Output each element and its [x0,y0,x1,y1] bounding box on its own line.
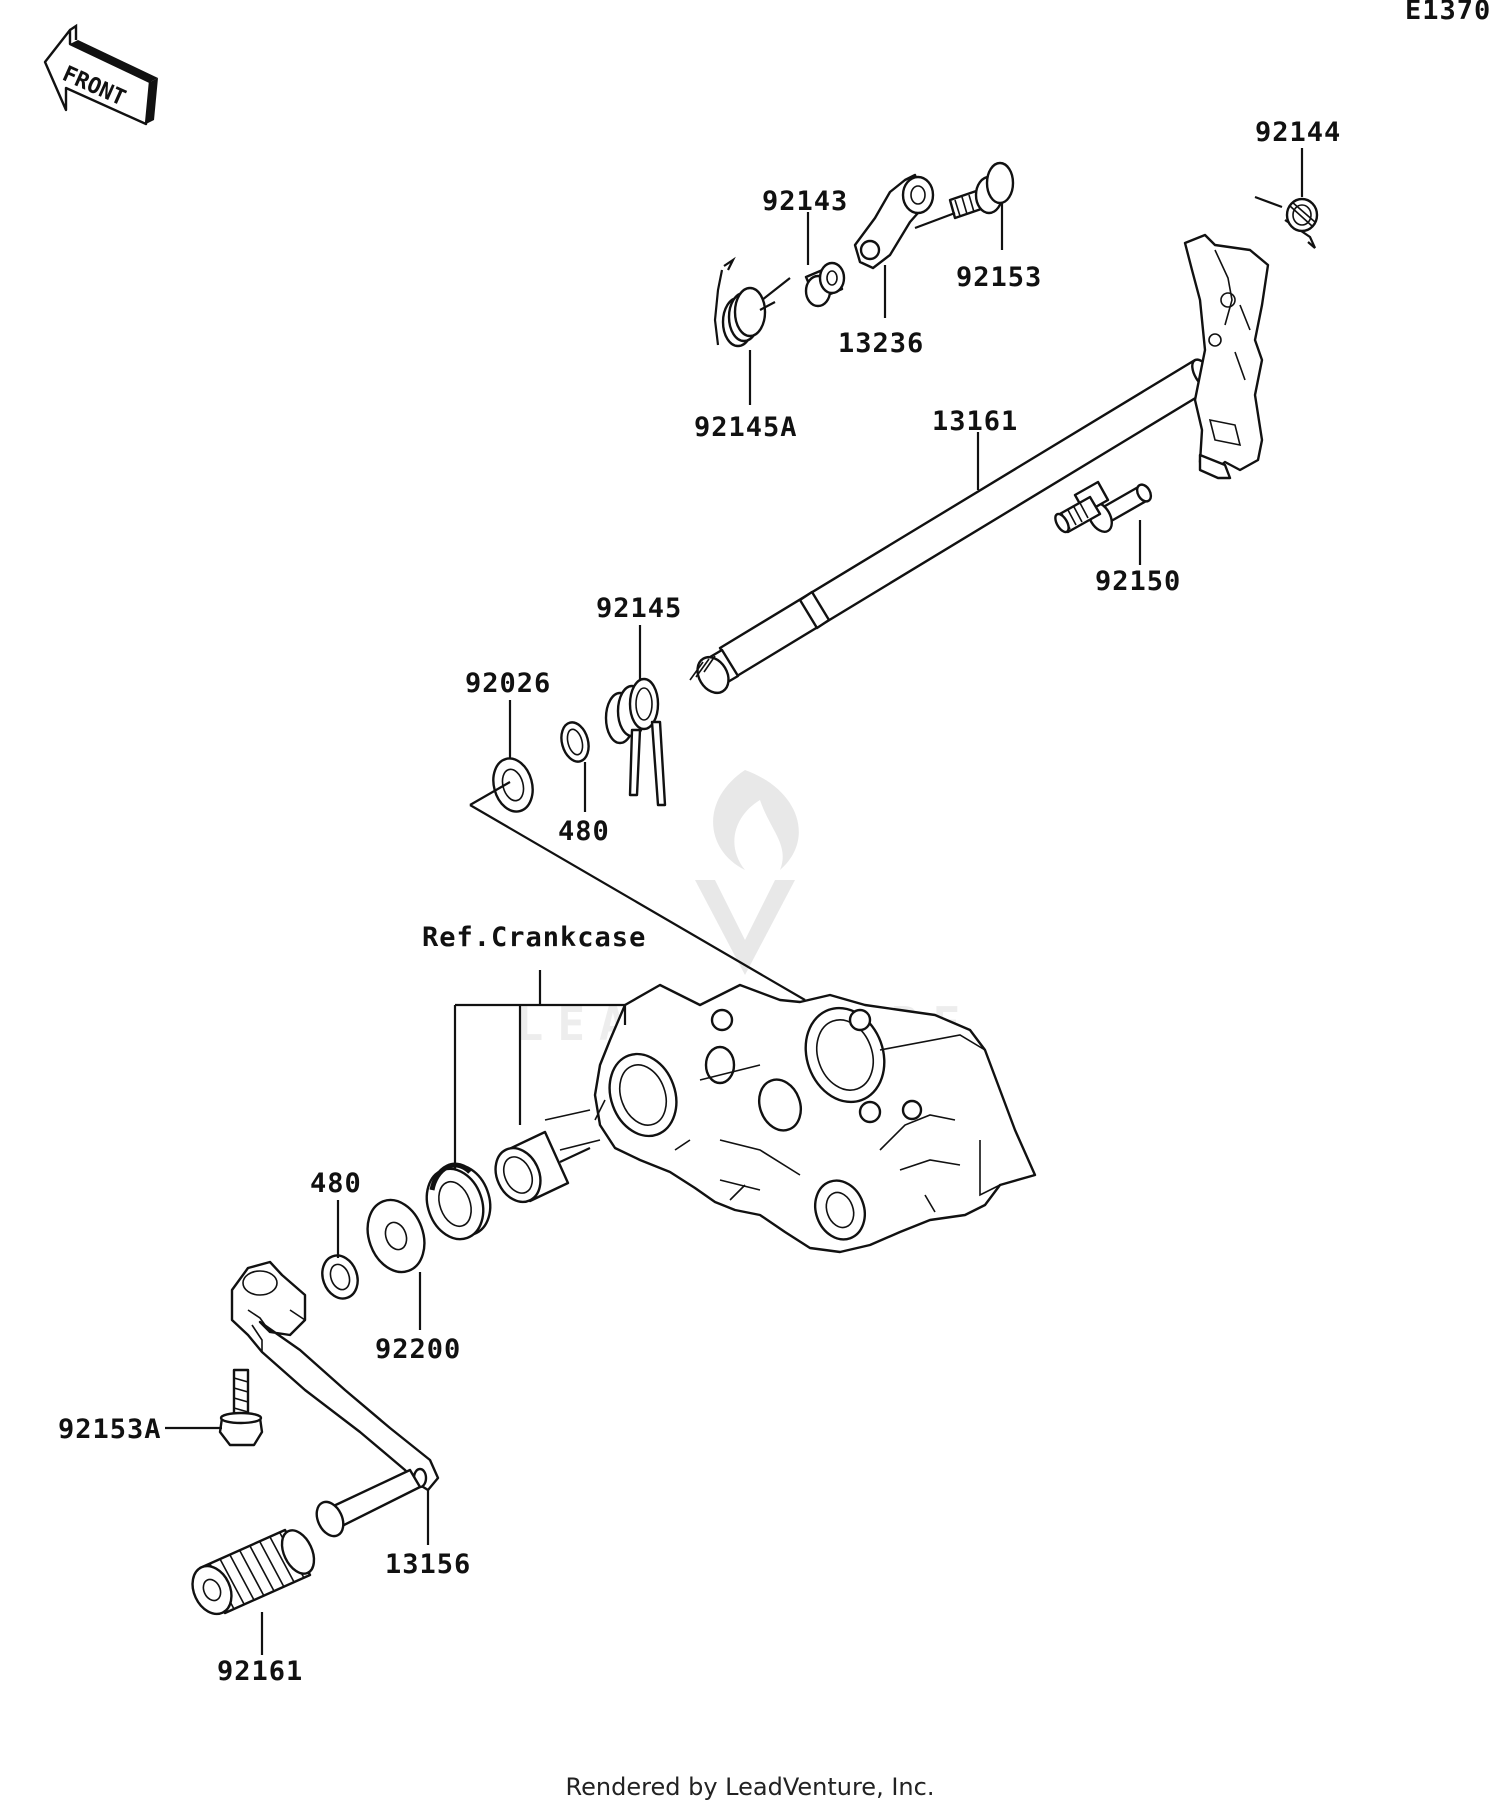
label-92026: 92026 [465,668,551,699]
label-92144: 92144 [1255,117,1341,148]
washer-92200-part [366,1198,426,1274]
label-92143: 92143 [762,186,848,217]
oil-seal-part [425,1162,492,1241]
label-92200: 92200 [375,1334,461,1365]
label-92145A: 92145A [694,412,798,443]
stud-bolt-92150-part [1054,480,1153,534]
label-13156: 13156 [385,1549,471,1580]
label-13161: 13161 [932,406,1018,437]
shift-pedal-part [230,1260,440,1538]
part-labels: 92144 92143 92153 13236 92145A 13161 921… [58,117,1341,1687]
needle-bearing-part [494,1130,591,1204]
spring-92144-part [1254,195,1319,249]
circlip-480-upper-part [560,721,590,763]
spring-92145A-part [713,256,791,348]
front-arrow-icon: FRONT [43,23,158,126]
footer-credit: Rendered by LeadVenture, Inc. [566,1773,935,1801]
label-13236: 13236 [838,328,924,359]
label-480-lower: 480 [310,1168,362,1199]
bolt-92153A-part [218,1368,264,1447]
crankcase-part [544,983,1037,1254]
label-92153A: 92153A [58,1414,162,1445]
diagram-code: E1370 [1405,0,1491,26]
assembly-line [469,781,806,1001]
label-92145: 92145 [596,593,682,624]
washer-92026-part [492,757,534,813]
footpeg-rubber-92161-part [191,1528,316,1616]
spring-92145-part [604,677,667,807]
ref-bracket [453,970,627,1170]
label-92161: 92161 [217,1656,303,1687]
pin-92153-part [914,161,1015,230]
label-92150: 92150 [1095,566,1181,597]
collar-92143-part [804,261,846,308]
shift-shaft-part [689,233,1270,695]
label-480-upper: 480 [558,816,610,847]
label-92153: 92153 [956,262,1042,293]
circlip-480-lower-part [321,1254,359,1300]
ref-crankcase-label: Ref.Crankcase [422,922,646,953]
leader-lines [165,148,1304,1655]
lever-13236-part [853,173,935,270]
